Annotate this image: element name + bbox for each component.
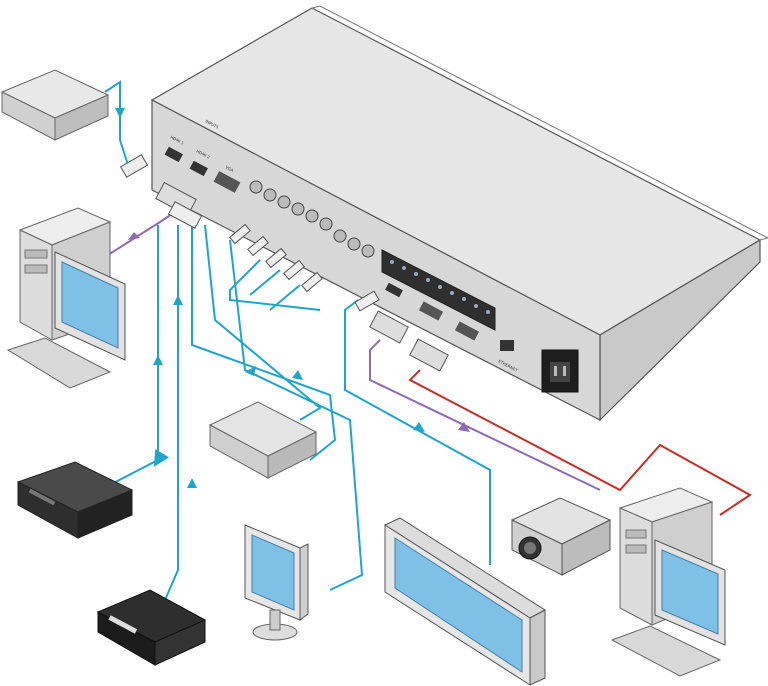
computer-left (6, 207, 126, 389)
bluray-player (96, 589, 207, 666)
computer-right (610, 487, 726, 677)
connector-plugs (119, 154, 449, 372)
monitor-screen-left (61, 261, 119, 349)
cable-hdmi-to-display (344, 299, 491, 565)
monitor-screen-center (251, 534, 295, 611)
terminal-block (381, 249, 496, 331)
cable-pc-to-vga-in (107, 213, 173, 256)
cable-monitor-out (229, 239, 364, 591)
label-hdmi-2: HDMI 2 (196, 148, 212, 159)
monitor-screen-right (661, 549, 719, 635)
flat-panel-display (383, 517, 546, 686)
ethernet-port (500, 340, 514, 351)
lcd-monitor-center (244, 524, 309, 641)
dvd-player (16, 461, 134, 539)
display-screen (394, 537, 523, 673)
vga-output-port-1 (418, 301, 444, 321)
cable-dvd-to-input (99, 225, 169, 491)
cables (99, 80, 752, 601)
switcher-rear-panel (151, 99, 601, 421)
vga-input-port (213, 171, 241, 193)
rca-jacks (249, 180, 375, 258)
media-box-center (208, 401, 318, 479)
label-inputs: INPUTS (205, 118, 221, 129)
cable-audio-to-pc (408, 369, 752, 516)
cable-bluray-to-input (164, 225, 179, 601)
cable-rca-bundle-2 (204, 224, 322, 421)
cable-vga-to-projector (369, 339, 601, 491)
signal-arrows (115, 108, 470, 488)
hdmi-output-port (385, 282, 403, 298)
hdmi-port-2 (189, 160, 208, 177)
label-hdmi-1: HDMI 1 (170, 134, 186, 145)
power-inlet (541, 349, 579, 393)
vga-output-port-2 (454, 321, 480, 341)
cable-rca-bundle-1 (191, 225, 337, 461)
media-player-top-left (0, 69, 110, 141)
hdmi-port-1 (164, 146, 183, 163)
switcher-device: HDMI 1 HDMI 2 VGA INPUTS ETHERNET (150, 5, 768, 422)
projector (510, 497, 612, 576)
label-vga: VGA (225, 164, 235, 173)
